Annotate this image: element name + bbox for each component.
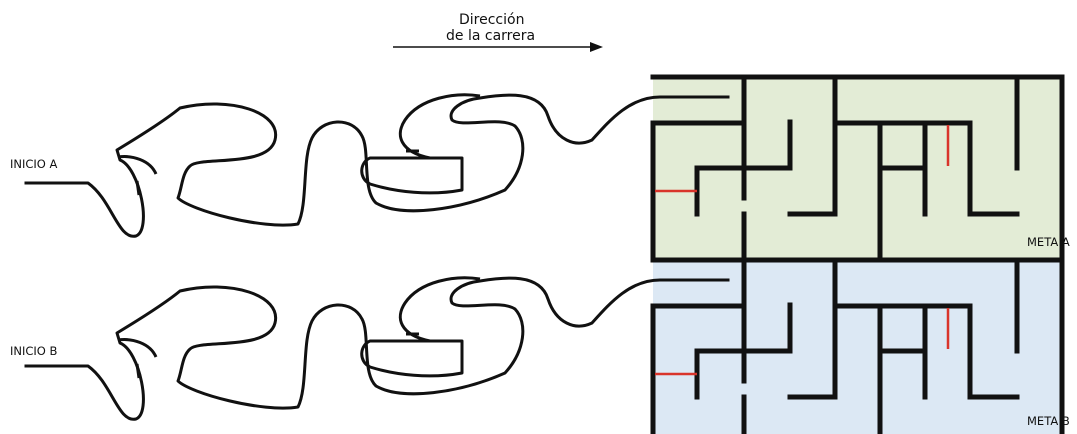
- track-a: [24, 93, 730, 238]
- lane-a: [24, 77, 1062, 260]
- goal-label-a: META A: [1027, 235, 1070, 249]
- direction-arrow: [393, 42, 603, 52]
- start-label-b: INICIO B: [10, 344, 58, 358]
- direction-label-line2: de la carrera: [446, 28, 536, 44]
- direction-label-line1: Dirección: [459, 12, 525, 28]
- lane-b: [24, 260, 1062, 434]
- maze-b-background: [653, 260, 1062, 434]
- goal-label-b: META B: [1027, 414, 1070, 428]
- track-b: [24, 276, 730, 421]
- start-label-a: INICIO A: [10, 157, 58, 171]
